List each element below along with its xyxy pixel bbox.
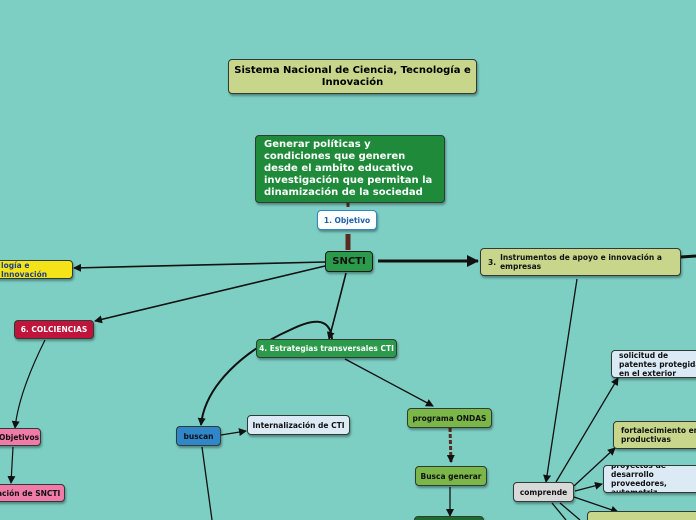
goal-text: Generar políticas y condiciones que gene… bbox=[264, 139, 433, 198]
objetivos-label: Objetivos bbox=[0, 432, 40, 442]
fortalecimiento-node[interactable]: fortalecimiento en productivas bbox=[613, 421, 696, 449]
objetivo-node[interactable]: 1. Objetivo bbox=[317, 210, 377, 230]
snctI-colciencias-link bbox=[94, 265, 326, 324]
tecnologia-node[interactable]: logía e Innovación bbox=[0, 260, 73, 279]
busca-generar-label: Busca generar bbox=[420, 471, 482, 481]
colciencias-node[interactable]: 6. COLCIENCIAS bbox=[14, 320, 94, 339]
instrumentos-label: Instrumentos de apoyo e innovación a emp… bbox=[500, 253, 662, 271]
objetivos-node[interactable]: Objetivos bbox=[0, 428, 41, 446]
buscan-down-link bbox=[201, 446, 213, 520]
comprende-label: comprende bbox=[519, 487, 568, 497]
internalizacion-label: Internalización de CTI bbox=[252, 420, 345, 430]
comprende-lower-link-3 bbox=[551, 502, 567, 520]
ondas-label: programa ONDAS bbox=[412, 413, 487, 423]
objetivo-label: 1. Objetivo bbox=[323, 215, 371, 225]
comprende-proyectos-link bbox=[574, 481, 603, 492]
colciencias-label: 6. COLCIENCIAS bbox=[20, 325, 88, 334]
title-node[interactable]: Sistema Nacional de Ciencia, Tecnología … bbox=[228, 59, 477, 94]
ondas-node[interactable]: programa ONDAS bbox=[407, 408, 492, 428]
instrumentos-number: 3. bbox=[488, 257, 497, 267]
ion-snctI-node[interactable]: ación de SNCTI bbox=[0, 484, 65, 502]
comprende-node[interactable]: comprende bbox=[513, 482, 574, 502]
snctI-node[interactable]: SNCTI bbox=[325, 251, 373, 272]
colciencias-objetivos-link bbox=[11, 339, 46, 429]
fortalecimiento-label: fortalecimiento en productivas bbox=[621, 426, 696, 444]
tecnologia-label: logía e Innovación bbox=[1, 260, 48, 279]
buscan-label: buscan bbox=[183, 431, 214, 441]
ion-snctI-label: ación de SNCTI bbox=[0, 488, 61, 498]
comprende-child-node[interactable] bbox=[587, 511, 696, 520]
buscan-node[interactable]: buscan bbox=[176, 426, 221, 446]
proyectos-node[interactable]: proyectos de desarrollo proveedores, aut… bbox=[603, 465, 696, 493]
instrumentos-node[interactable]: 3. Instrumentos de apoyo e innovación a … bbox=[480, 248, 681, 276]
instrumentos-comprende-link bbox=[543, 278, 578, 483]
estrategias-node[interactable]: 4. Estrategias transversales CTI bbox=[256, 339, 397, 358]
busca-generar-child-node[interactable] bbox=[414, 516, 484, 520]
busca-generar-node[interactable]: Busca generar bbox=[415, 466, 487, 486]
buscan-internalizacion-link bbox=[220, 428, 247, 437]
estrategias-label: 4. Estrategias transversales CTI bbox=[259, 344, 394, 353]
proyectos-label: proyectos de desarrollo proveedores, aut… bbox=[611, 465, 667, 493]
objetivos-ion-snctI-link bbox=[7, 446, 16, 484]
internalizacion-node[interactable]: Internalización de CTI bbox=[247, 415, 350, 435]
comprende-fortalecimiento-link bbox=[573, 447, 616, 487]
title-text: Sistema Nacional de Ciencia, Tecnología … bbox=[234, 64, 471, 88]
snctI-estrategias-link bbox=[326, 272, 347, 340]
estrategias-buscan-link bbox=[197, 320, 333, 426]
goal-node[interactable]: Generar políticas y condiciones que gene… bbox=[255, 135, 445, 203]
ondas-busca-generar-link bbox=[446, 427, 455, 463]
solicitud-node[interactable]: solicitud de patentes protegidas en el e… bbox=[611, 350, 696, 378]
comprende-lower-link-1 bbox=[573, 496, 619, 514]
instrumentos-right-link bbox=[680, 254, 696, 259]
estrategias-ondas-link bbox=[344, 358, 434, 407]
comprende-solicitud-link bbox=[555, 377, 619, 483]
snctI-label: SNCTI bbox=[332, 255, 366, 267]
snctI-tecnologia-link bbox=[73, 261, 326, 272]
comprende-lower-link-2 bbox=[559, 502, 581, 520]
solicitud-label: solicitud de patentes protegidas en el e… bbox=[619, 350, 696, 378]
